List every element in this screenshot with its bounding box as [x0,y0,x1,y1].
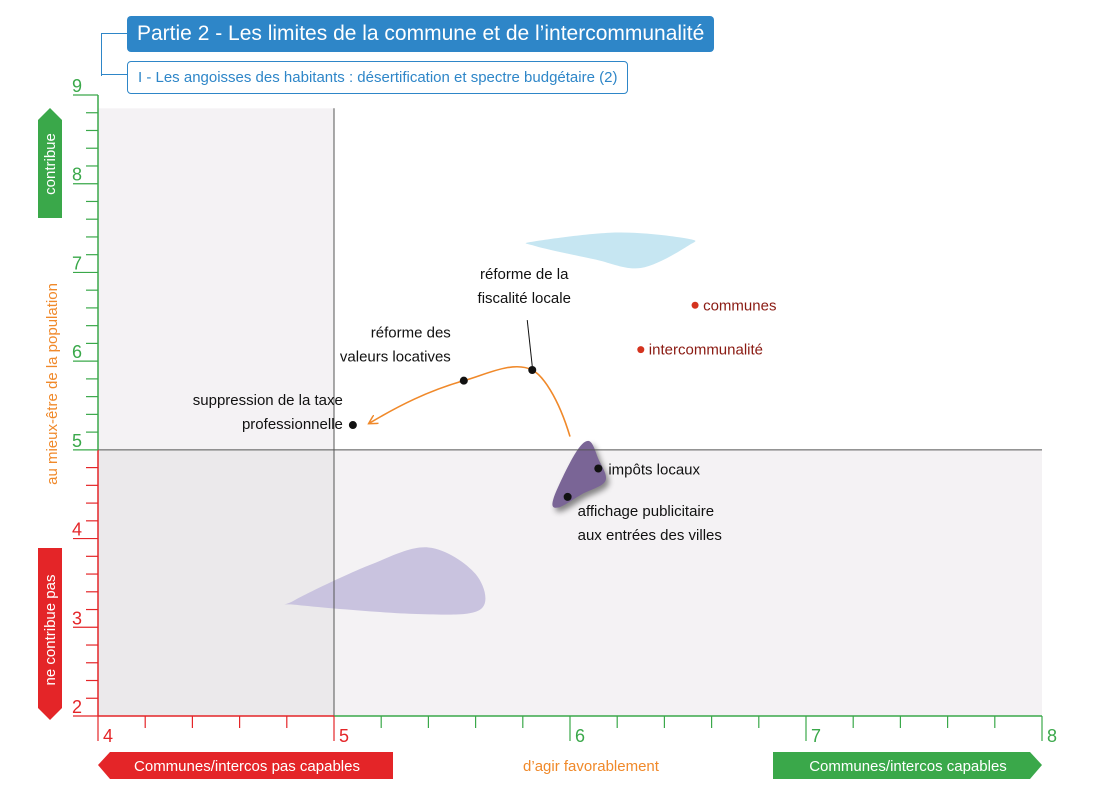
quadrant-top-left [98,108,334,450]
point-label: valeurs locatives [340,349,451,366]
legend-marker [637,346,645,354]
legend-label: communes [703,297,776,314]
data-point [528,366,537,375]
quadrant-bottom-left [98,449,334,716]
legend-marker [691,301,699,309]
y-label-center: au mieux-être de la population [44,283,61,485]
region-1 [525,232,696,269]
data-point [348,421,357,430]
point-label: aux entrées des villes [578,527,722,544]
x-label-center: d’agir favorablement [523,758,660,775]
data-point [459,376,468,385]
y-tick-label: 3 [72,608,82,628]
trajectory [369,365,571,437]
header-bracket [101,33,128,76]
x-tick-label: 4 [103,726,113,746]
data-point [563,492,572,501]
point-label: suppression de la taxe [193,392,343,409]
point-label: réforme de la [480,266,569,283]
x-label-left: Communes/intercos pas capables [134,758,360,775]
y-tick-label: 8 [72,165,82,185]
y-label-top-banner [38,108,62,218]
header-bracket-bottom [101,74,127,76]
y-label-bottom: ne contribue pas [42,575,59,686]
page-title: Partie 2 - Les limites de la commune et … [127,16,715,52]
y-tick-label: 2 [72,697,82,717]
region-3 [552,440,607,508]
x-tick-label: 6 [575,726,585,746]
header: Partie 2 - Les limites de la commune et … [0,0,1102,100]
y-label-top: contribue [42,133,59,195]
data-point [594,464,603,473]
x-label-left-banner [98,752,393,779]
page-subtitle: I - Les angoisses des habitants : désert… [127,61,629,94]
x-tick-label: 7 [811,726,821,746]
y-tick-label: 5 [72,431,82,451]
axes [73,94,1043,741]
plot-background [98,108,1042,716]
y-label-bottom-banner [38,548,62,720]
y-tick-label: 6 [72,342,82,362]
x-label-right: Communes/intercos capables [809,758,1007,775]
data-points: suppression de la taxe professionnelle réf… [193,266,777,544]
point-label: impôts locaux [608,461,700,478]
x-tick-label: 5 [339,726,349,746]
point-label: professionnelle [242,416,343,433]
x-label-right-banner [773,752,1042,779]
y-tick-label: 4 [72,520,82,540]
legend-label: intercommunalité [649,342,763,359]
x-tick-label: 8 [1047,726,1057,746]
point-label: fiscalité locale [478,290,571,307]
y-tick-label: 9 [72,76,82,96]
leader-line [526,319,533,367]
point-label: affichage publicitaire [578,503,714,520]
y-tick-label: 7 [72,253,82,273]
point-label: réforme des [371,325,451,342]
trajectory-arrow [369,365,571,437]
